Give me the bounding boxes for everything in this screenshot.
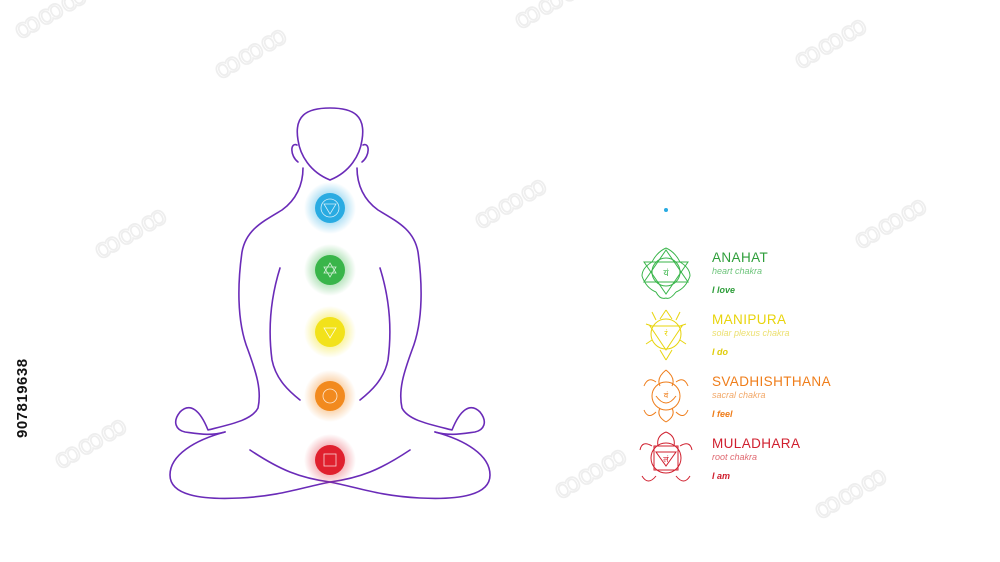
solar-chakra-subtitle: solar plexus chakra	[712, 328, 790, 338]
throat-dot	[664, 208, 668, 212]
left-body-outline	[174, 167, 304, 436]
svg-text:ꝏꝏꝏ: ꝏꝏꝏ	[508, 0, 592, 35]
sacral-chakra-symbol: वं	[643, 369, 689, 423]
root-chakra-point	[304, 434, 356, 486]
sacral-chakra-subtitle: sacral chakra	[712, 390, 766, 400]
solar-chakra-symbol: रं	[645, 309, 687, 361]
heart-chakra-affirmation: I love	[712, 285, 736, 295]
heart-chakra-point	[304, 244, 356, 296]
solar-chakra-name: MANIPURA	[712, 312, 787, 327]
root-chakra-label: MULADHARA root chakra I am	[712, 436, 800, 481]
svg-text:ꝏꝏꝏ: ꝏꝏꝏ	[208, 19, 292, 85]
head-outline	[296, 107, 364, 181]
svg-text:ꝏꝏꝏ: ꝏꝏꝏ	[468, 169, 552, 235]
left-leg-outline	[169, 431, 331, 500]
svg-text:यं: यं	[663, 268, 669, 279]
svg-text:ꝏꝏꝏ: ꝏꝏꝏ	[788, 9, 872, 75]
sacral-chakra-point	[304, 370, 356, 422]
svg-text:ꝏꝏꝏ: ꝏꝏꝏ	[8, 0, 92, 45]
solar-chakra-affirmation: I do	[712, 347, 728, 357]
right-leg-outline	[329, 431, 491, 500]
svg-text:वं: वं	[664, 391, 669, 400]
sacral-chakra-affirmation: I feel	[712, 409, 733, 419]
connector-lines	[430, 208, 668, 459]
heart-chakra-symbol: यं	[641, 247, 691, 299]
heart-chakra-subtitle: heart chakra	[712, 266, 763, 276]
body-chakra-points	[304, 182, 356, 486]
svg-text:ꝏꝏꝏ: ꝏꝏꝏ	[548, 439, 632, 505]
sacral-chakra-name: SVADHISHTHANA	[712, 374, 831, 389]
right-body-outline	[356, 167, 486, 436]
meditation-figure-outline	[169, 107, 491, 500]
solar-chakra-point	[304, 306, 356, 358]
root-chakra-name: MULADHARA	[712, 436, 801, 451]
root-chakra-affirmation: I am	[712, 471, 731, 481]
stock-id-text: 907819638	[14, 358, 31, 438]
svg-text:ꝏꝏꝏ: ꝏꝏꝏ	[88, 199, 172, 265]
sacral-chakra-label: SVADHISHTHANA sacral chakra I feel	[712, 374, 831, 419]
svg-text:लं: लं	[663, 455, 669, 464]
svg-text:रं: रं	[664, 329, 668, 338]
root-chakra-subtitle: root chakra	[712, 452, 758, 462]
throat-chakra-point	[304, 182, 356, 234]
solar-chakra-label: MANIPURA solar plexus chakra I do	[712, 312, 790, 357]
heart-chakra-label: ANAHAT heart chakra I love	[712, 250, 768, 295]
heart-chakra-name: ANAHAT	[712, 250, 769, 265]
svg-text:ꝏꝏꝏ: ꝏꝏꝏ	[48, 409, 132, 475]
root-chakra-symbol: लं	[639, 431, 693, 482]
svg-text:ꝏꝏꝏ: ꝏꝏꝏ	[808, 459, 892, 525]
svg-text:ꝏꝏꝏ: ꝏꝏꝏ	[848, 189, 932, 255]
